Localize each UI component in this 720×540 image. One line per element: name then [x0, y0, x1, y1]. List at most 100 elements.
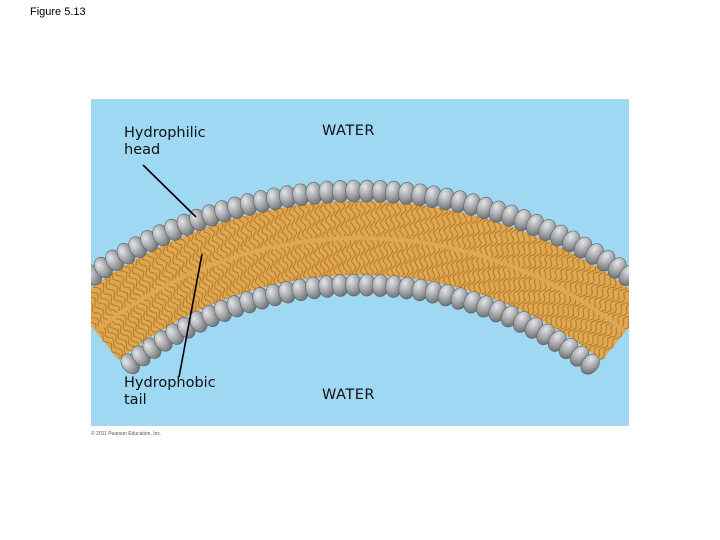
fatty-acid-tail: [617, 304, 629, 325]
fatty-acid-tail: [322, 240, 330, 277]
fatty-acid-tail: [559, 255, 579, 287]
fatty-acid-tail: [341, 239, 348, 276]
fatty-acid-tail: [455, 253, 468, 288]
fatty-acid-tail: [326, 240, 335, 277]
fatty-acid-tail: [157, 291, 175, 324]
fatty-acid-tail: [373, 240, 380, 276]
fatty-acid-tail: [134, 258, 152, 293]
fatty-acid-tail: [612, 295, 629, 321]
fatty-acid-tail: [584, 321, 609, 348]
fatty-acid-tail: [354, 200, 361, 237]
fatty-acid-tail: [162, 244, 178, 279]
fatty-acid-tail: [200, 271, 216, 305]
fatty-acid-tail: [202, 228, 220, 261]
fatty-acid-tail: [294, 244, 304, 280]
fatty-acid-tail: [390, 241, 399, 277]
fatty-acid-tail: [173, 240, 193, 272]
fatty-acid-tail: [186, 276, 203, 310]
fatty-acid-tail: [345, 239, 352, 276]
head-pointer-line: [142, 164, 197, 218]
fatty-acid-tail: [554, 295, 572, 329]
fatty-acid-tail: [258, 211, 269, 247]
fatty-acid-tail: [207, 226, 225, 259]
fatty-acid-tail: [462, 213, 473, 250]
fatty-acid-tail: [115, 318, 140, 346]
fatty-acid-tail: [508, 274, 527, 306]
fatty-acid-tail: [388, 201, 397, 238]
fatty-acid-tail: [331, 240, 339, 277]
fatty-acid-tail: [532, 286, 552, 317]
fatty-acid-tail: [429, 247, 441, 282]
fatty-acid-tail: [395, 241, 403, 278]
fatty-acid-tail: [124, 265, 145, 296]
fatty-acid-tail: [407, 204, 418, 240]
fatty-acid-tail: [91, 290, 114, 316]
fatty-acid-tail: [267, 249, 277, 285]
fatty-acid-tail: [349, 200, 357, 237]
fatty-acid-tail: [547, 247, 565, 281]
fatty-acid-tail: [597, 327, 617, 358]
tail-pointer-line: [178, 253, 203, 378]
fatty-acid-tail: [478, 259, 490, 295]
fatty-acid-tail: [403, 243, 413, 278]
fatty-acid-tail: [433, 248, 446, 283]
fatty-acid-tail: [262, 250, 274, 286]
fatty-acid-tail: [298, 243, 308, 280]
fatty-acid-tail: [249, 213, 261, 250]
fatty-acid-tail: [270, 249, 282, 284]
fatty-acid-tail: [98, 282, 120, 312]
fatty-acid-tail: [621, 316, 629, 328]
fatty-acid-tail: [550, 293, 567, 327]
fatty-acid-tail: [506, 271, 522, 305]
fatty-acid-tail: [578, 314, 600, 344]
fatty-acid-tail: [580, 318, 605, 346]
fatty-acid-tail: [235, 257, 248, 293]
fatty-acid-tail: [262, 210, 274, 246]
fatty-acid-tail: [377, 240, 385, 276]
fatty-acid-tail: [185, 235, 201, 269]
fatty-acid-tail: [355, 239, 361, 276]
fatty-acid-tail: [530, 282, 547, 316]
fatty-acid-tail: [446, 210, 458, 246]
fatty-acid-tail: [567, 306, 588, 337]
fatty-acid-tail: [267, 210, 280, 245]
fatty-acid-tail: [558, 302, 582, 332]
fatty-acid-tail: [369, 239, 375, 276]
fatty-acid-tail: [232, 218, 247, 253]
fatty-acid-tail: [438, 249, 450, 284]
fatty-acid-tail: [456, 212, 468, 249]
fatty-acid-tail: [442, 249, 453, 286]
fatty-acid-tail: [288, 205, 298, 242]
fatty-acid-tail: [583, 272, 606, 301]
fatty-acid-tail: [91, 296, 108, 320]
fatty-acid-tail: [242, 215, 256, 250]
fatty-acid-tail: [104, 278, 123, 310]
fatty-acid-tail: [538, 243, 553, 277]
fatty-acid-tail: [190, 232, 204, 268]
fatty-acid-tail: [253, 212, 265, 249]
fatty-acid-tail: [576, 266, 597, 296]
fatty-acid-tail: [423, 206, 432, 242]
fatty-acid-tail: [440, 210, 454, 245]
fatty-acid-tail: [378, 201, 387, 237]
hydrophilic-head-label: Hydrophilic head: [124, 125, 206, 158]
fatty-acid-tail: [384, 201, 392, 237]
fatty-acid-tail: [468, 217, 484, 251]
fatty-acid-tail: [303, 243, 313, 279]
fatty-acid-tail: [120, 314, 142, 344]
fatty-acid-tail: [493, 224, 508, 259]
fatty-acid-tail: [496, 226, 514, 260]
fatty-acid-tail: [174, 282, 192, 316]
fatty-acid-tail: [182, 278, 198, 312]
membrane-diagram: Hydrophilic head WATER Hydrophobic tail …: [91, 99, 629, 426]
fatty-acid-tail: [307, 242, 318, 278]
fatty-acid-tail: [226, 261, 241, 295]
fatty-acid-tail: [91, 316, 99, 327]
fatty-acid-tail: [179, 280, 194, 314]
water-bottom-label: WATER: [322, 387, 375, 403]
fatty-acid-tail: [138, 256, 156, 290]
fatty-acid-tail: [521, 235, 537, 269]
fatty-acid-tail: [178, 237, 197, 270]
hydrophilic-head-outer: [618, 264, 629, 286]
fatty-acid-tail: [553, 254, 576, 284]
